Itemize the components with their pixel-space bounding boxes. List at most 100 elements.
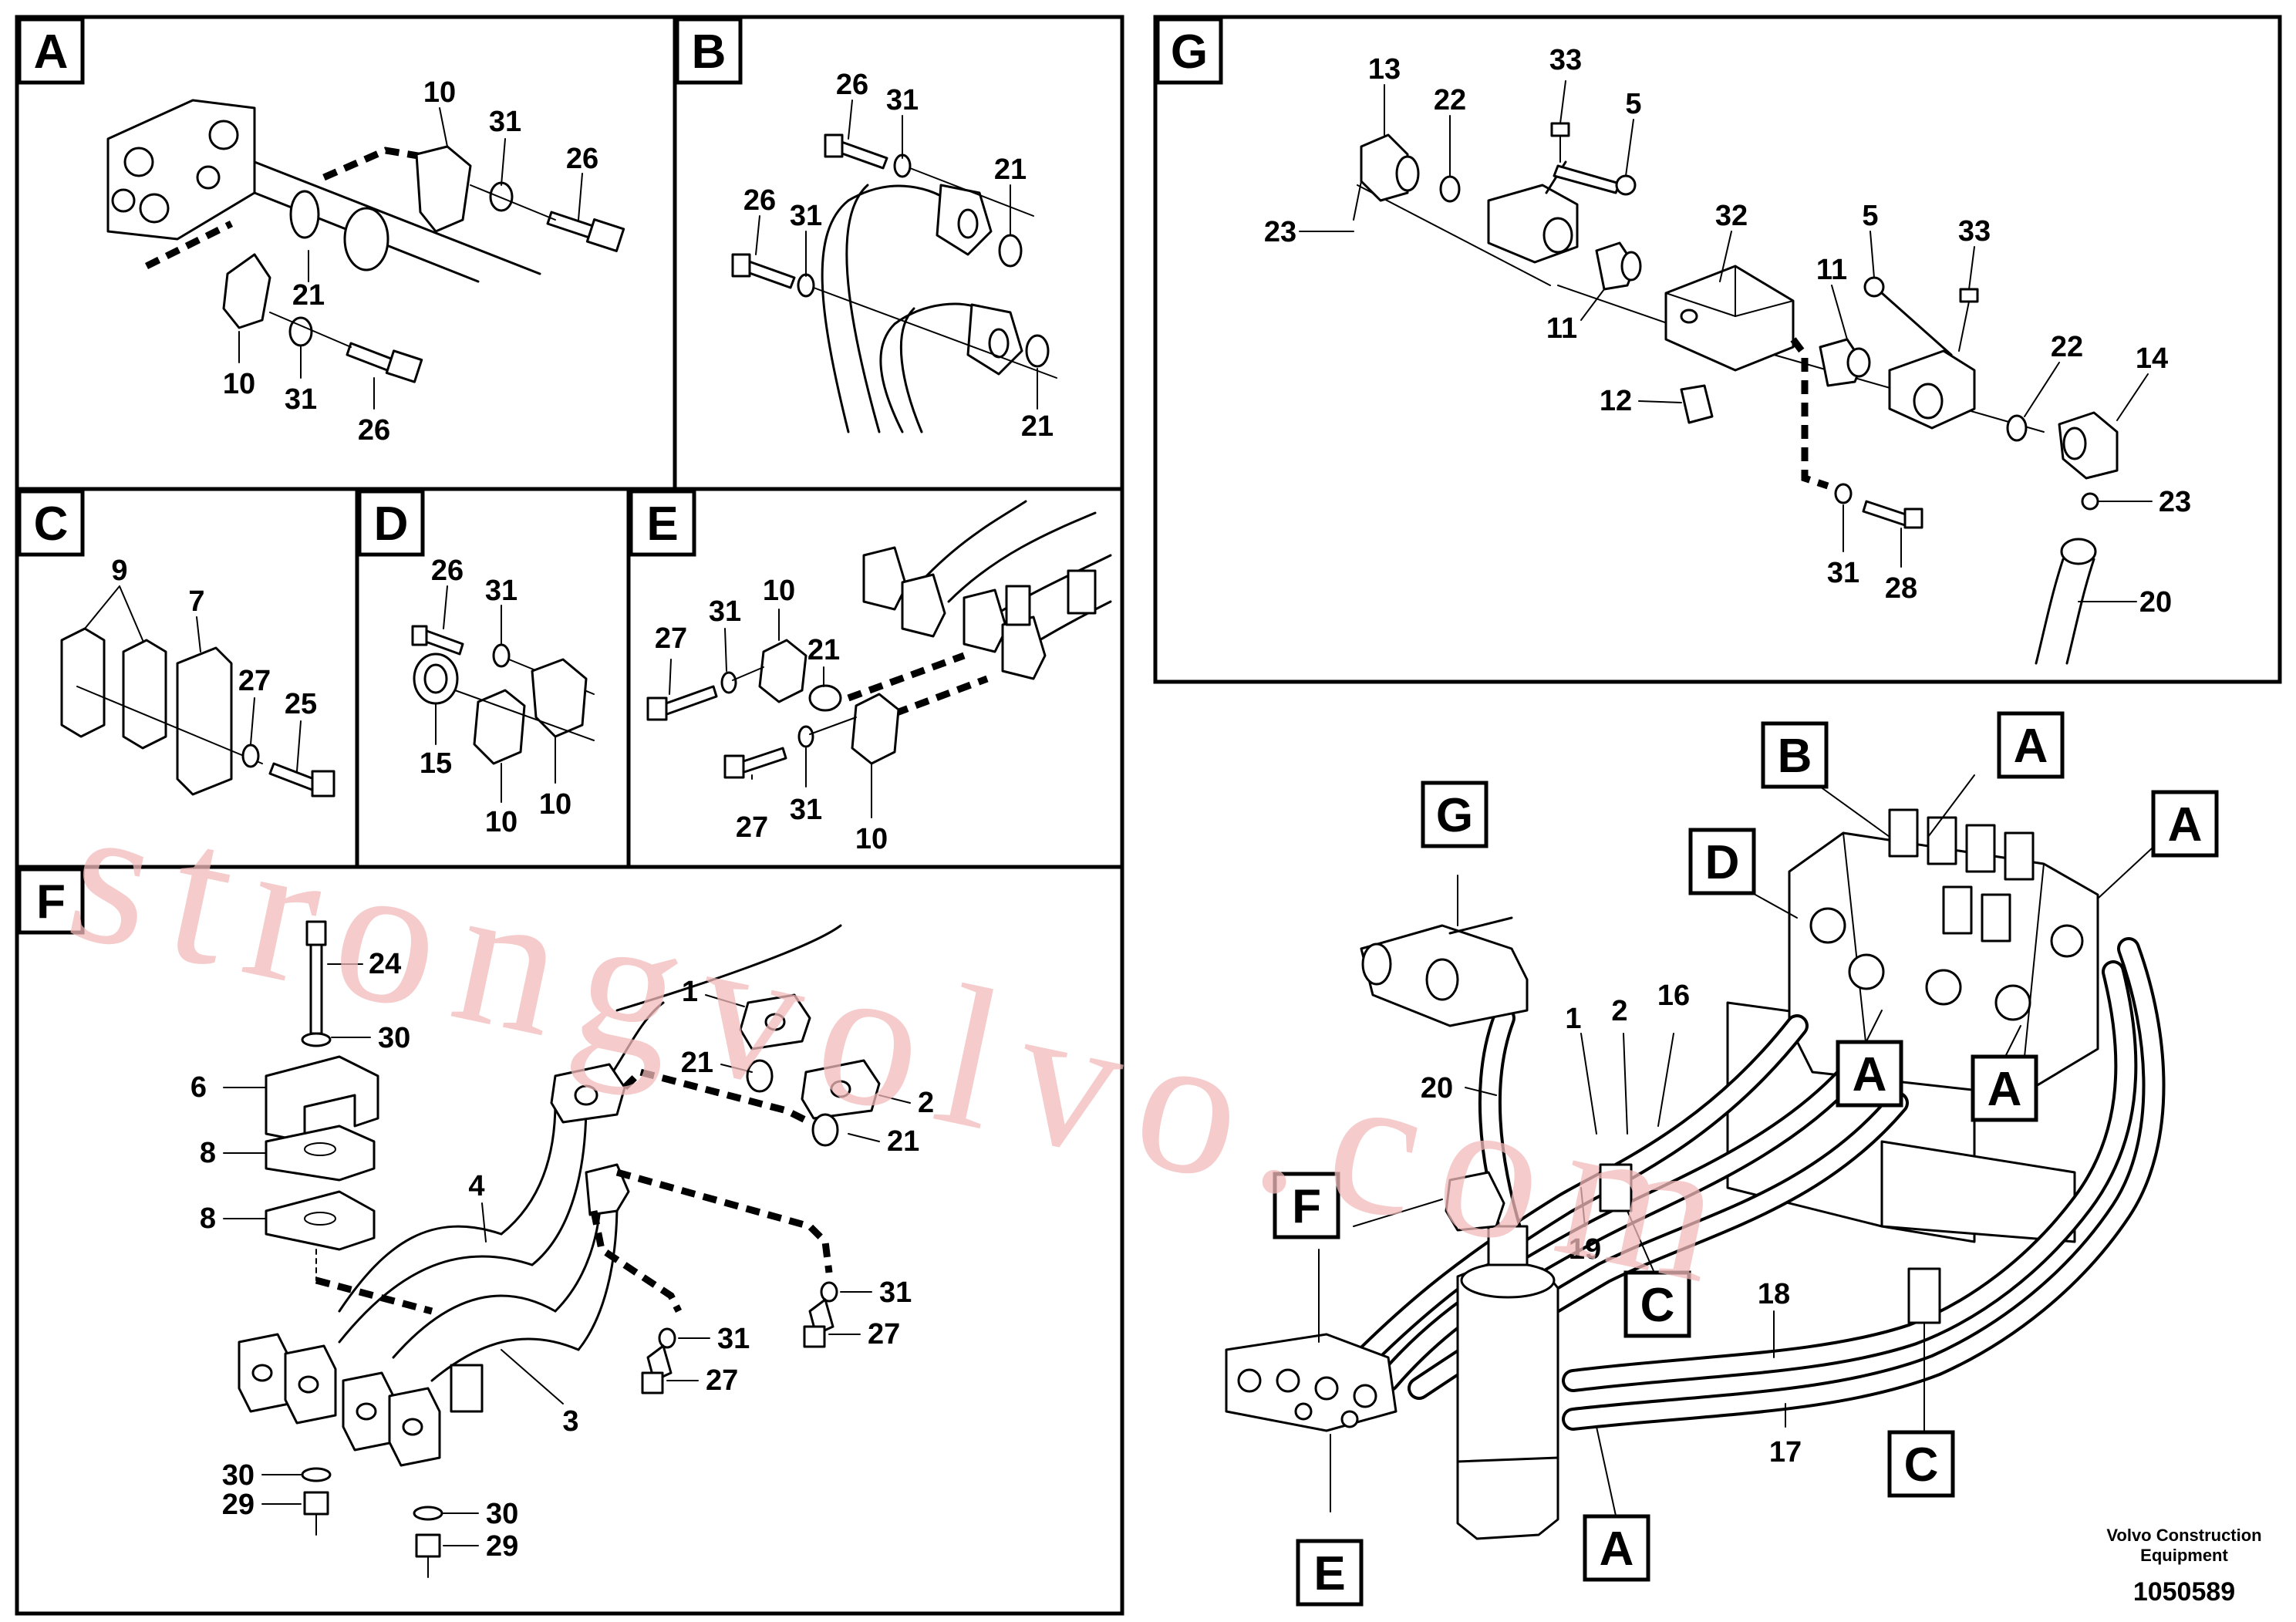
overview-ref-c2-text: C [1904,1438,1939,1492]
callout-e-10-bottom: 10 [855,823,888,855]
overview-ref-b: B [1761,721,1829,789]
callout-f-8-bottom: 8 [200,1202,216,1235]
overview-ref-a3: A [1836,1040,1903,1108]
callout-g-12: 12 [1600,385,1632,417]
callout-c-9: 9 [111,555,127,587]
footer: Volvo Construction Equipment 1050589 [2106,1526,2261,1607]
panel-e-label-text: E [646,497,678,551]
panel-f-callouts: 24 30 6 8 8 4 1 21 2 21 3 31 27 31 27 30… [190,948,934,1563]
callout-a-26-top: 26 [566,143,598,175]
panel-d-drawing [411,585,595,803]
overview-ref-a3-text: A [1853,1048,1887,1101]
overview-refs: G B A D A A A F [1273,711,2219,1607]
panel-a-callouts: 10 31 26 21 10 31 26 [223,76,598,447]
callout-c-7: 7 [188,585,204,618]
panel-b-label: B [675,17,743,85]
panel-f-label: F [17,867,85,935]
overview-ref-a2-text: A [2168,798,2203,851]
callout-e-31-bottom: 31 [790,794,822,826]
callout-g-33-right: 33 [1958,215,1991,248]
panel-b-callouts: 26 31 21 26 31 21 [743,69,1054,443]
overview-ref-g-text: G [1436,789,1473,842]
panel-g-drawing [1299,80,2153,665]
callout-a-26-bottom: 26 [358,414,390,447]
callout-g-23-left: 23 [1264,216,1296,248]
callout-g-32: 32 [1715,200,1748,232]
overview-ref-a4-text: A [1988,1063,2022,1116]
callout-g-5-right: 5 [1862,200,1878,232]
callout-f-29-left: 29 [222,1489,255,1521]
panel-e-callouts: 27 31 10 21 27 31 10 [655,575,888,855]
panel-a-label: A [17,17,85,85]
panel-b-drawing [731,99,1057,433]
callout-f-31-left: 31 [717,1323,750,1355]
callout-e-27-top: 27 [655,622,687,655]
callout-c-25: 25 [285,688,317,720]
footer-doc-number: 1050589 [2133,1577,2235,1607]
callout-g-11-right: 11 [1816,254,1847,286]
overview-ref-f: F [1273,1172,1340,1239]
callout-d-26: 26 [431,555,464,587]
callout-a-31-bottom: 31 [285,383,317,416]
callout-f-30-bottom-left: 30 [222,1459,255,1492]
overview-callout-18: 18 [1758,1278,1790,1310]
callout-d-10-right: 10 [539,788,571,821]
overview-ref-b-text: B [1778,730,1812,783]
callout-b-31-top: 31 [886,84,919,116]
callout-f-21-top: 21 [681,1047,713,1079]
overview-drawing [1225,774,2166,1540]
panel-c-label: C [17,489,85,557]
callout-f-30-top: 30 [378,1022,410,1054]
callout-b-26-bottom: 26 [743,184,776,217]
callout-d-15: 15 [420,747,452,780]
callout-d-31: 31 [485,575,518,607]
overview-ref-d: D [1688,828,1756,895]
panel-f-drawing [223,920,911,1578]
callout-a-21: 21 [292,279,325,312]
callout-a-10-bottom: 10 [223,368,255,400]
overview-ref-c1: C [1623,1270,1691,1338]
callout-g-31: 31 [1827,557,1859,589]
overview-ref-f-text: F [1292,1180,1321,1233]
callout-e-27-bottom: 27 [736,811,768,844]
panel-f-frame [15,865,1124,1616]
panel-g-frame [1153,15,2282,684]
panel-g-callouts: 13 22 33 5 23 32 11 11 5 33 12 22 14 23 … [1264,44,2191,619]
overview-ref-c1-text: C [1640,1279,1675,1332]
callout-g-14: 14 [2136,342,2168,375]
callout-f-2: 2 [918,1087,934,1119]
callout-f-8-top: 8 [200,1137,216,1169]
footer-company-line2: Equipment [2140,1546,2228,1565]
callout-b-21-top: 21 [994,153,1027,186]
callout-g-5-left: 5 [1625,88,1641,120]
callout-f-27-right: 27 [868,1318,900,1351]
callout-g-20: 20 [2139,586,2172,619]
overview-ref-a1-text: A [2014,720,2048,773]
panel-c-callouts: 9 7 27 25 [111,555,317,720]
callout-b-31-bottom: 31 [790,200,822,232]
callout-d-10-left: 10 [485,806,518,838]
panel-b-label-text: B [692,25,727,79]
panel-e-frame [626,487,1124,869]
overview-ref-a5: A [1583,1514,1650,1582]
panel-a-drawing [106,99,625,410]
callout-g-22-right: 22 [2051,331,2083,363]
panel-c-label-text: C [34,497,69,551]
panel-d-label-text: D [374,497,409,551]
overview-callout-16: 16 [1657,980,1690,1012]
overview-callout-19: 19 [1569,1233,1601,1266]
overview-ref-d-text: D [1705,836,1740,889]
overview-callouts: 1 2 16 20 19 18 17 [1421,980,1802,1469]
overview-ref-a4: A [1971,1054,2038,1122]
overview-callout-17: 17 [1769,1436,1802,1469]
callout-g-11-left: 11 [1546,312,1577,345]
callout-g-23-right: 23 [2159,486,2191,518]
panel-f-label-text: F [36,875,66,929]
callout-f-4: 4 [468,1170,484,1202]
callout-c-27: 27 [238,665,271,697]
callout-g-28: 28 [1885,572,1917,605]
callout-g-13: 13 [1368,53,1401,86]
panel-g-label-text: G [1171,25,1208,79]
overview-ref-e: E [1296,1539,1364,1607]
